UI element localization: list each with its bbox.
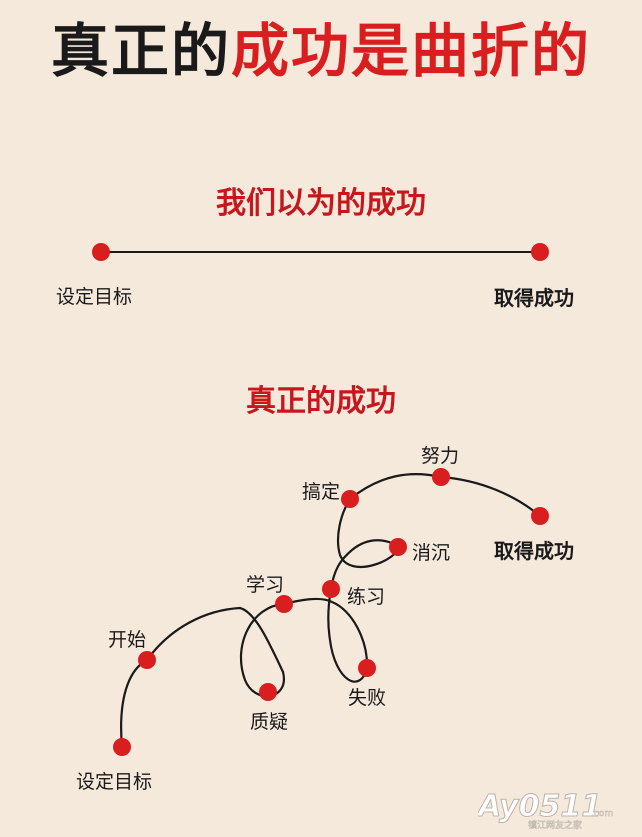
- winding-path: [120, 472, 542, 749]
- label-learn: 学习: [246, 574, 285, 596]
- watermark-logo: Ay0511 .com 镇江网友之家: [478, 789, 613, 831]
- section2-heading: 真正的成功: [246, 384, 396, 419]
- label-practice: 练习: [347, 586, 386, 608]
- node-fail: [358, 659, 376, 677]
- label-done: 搞定: [302, 481, 341, 503]
- label-begin: 开始: [108, 629, 147, 651]
- title-part-black: 真正的: [50, 17, 231, 85]
- page-title: 真正的成功是曲折的: [0, 4, 642, 88]
- node-done: [341, 490, 359, 508]
- node-end-straight: [531, 243, 549, 261]
- label-set-goal: 设定目标: [76, 771, 153, 793]
- node-set-goal: [113, 738, 131, 756]
- watermark-tagline: 镇江网友之家: [528, 819, 582, 830]
- label-set-goal-straight: 设定目标: [56, 286, 133, 308]
- watermark-domain: .com: [591, 809, 613, 819]
- node-learn: [275, 595, 293, 613]
- node-practice: [322, 580, 340, 598]
- node-success: [531, 507, 549, 525]
- node-doubt: [259, 683, 277, 701]
- label-doubt: 质疑: [250, 711, 289, 733]
- node-depressed: [389, 538, 407, 556]
- section1-heading: 我们以为的成功: [216, 186, 426, 221]
- watermark-text: Ay0511: [478, 789, 602, 824]
- node-start-straight: [92, 243, 110, 261]
- label-success: 取得成功: [494, 539, 574, 563]
- label-effort: 努力: [421, 445, 460, 467]
- node-begin: [138, 651, 156, 669]
- label-fail: 失败: [348, 687, 387, 709]
- label-success-straight: 取得成功: [494, 286, 574, 310]
- node-effort: [432, 468, 450, 486]
- title-part-red: 成功是曲折的: [231, 17, 592, 85]
- label-depressed: 消沉: [412, 542, 451, 564]
